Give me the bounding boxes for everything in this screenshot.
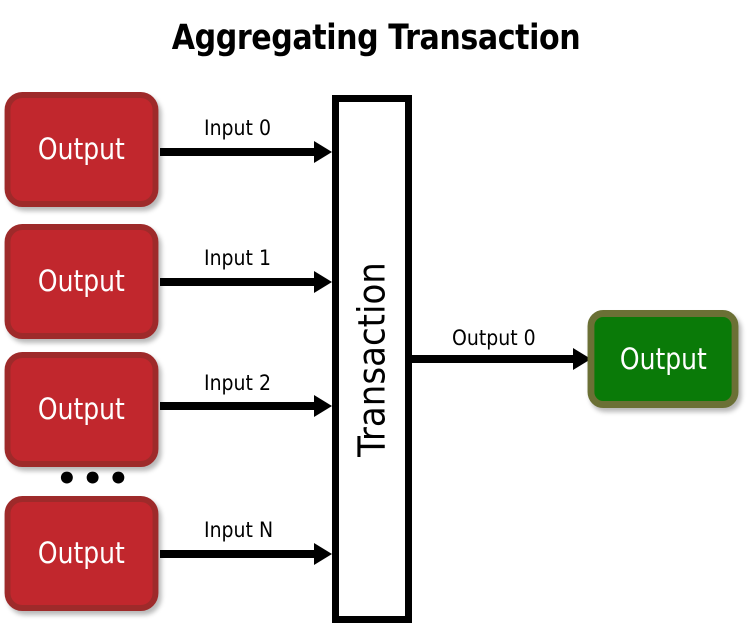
edge-label-input-2: Input 2 — [204, 371, 271, 395]
arrow-head-icon — [573, 348, 591, 370]
input-node-1-label: Output — [38, 264, 125, 298]
arrow-shaft — [160, 402, 316, 410]
arrow-output-0 — [412, 348, 594, 370]
arrow-head-icon — [314, 543, 332, 565]
arrow-input-2 — [160, 395, 334, 417]
output-node-0-label: Output — [619, 341, 707, 376]
arrow-input-1 — [160, 271, 334, 293]
transaction-node[interactable]: Transaction — [332, 95, 412, 623]
ellipsis-indicator: ••• — [56, 459, 134, 499]
page-title: Aggregating Transaction — [171, 18, 581, 58]
edge-label-input-n: Input N — [204, 518, 274, 542]
transaction-node-label: Transaction — [350, 261, 394, 457]
edge-label-input-0: Input 0 — [204, 116, 271, 140]
edge-label-output-0: Output 0 — [452, 326, 536, 350]
arrow-head-icon — [314, 141, 332, 163]
arrow-input-0 — [160, 141, 334, 163]
arrow-head-icon — [314, 395, 332, 417]
arrow-shaft — [160, 278, 316, 286]
arrow-shaft — [160, 550, 316, 558]
input-node-n-label: Output — [38, 536, 125, 570]
output-node-0[interactable]: Output — [587, 310, 739, 408]
input-node-2[interactable]: Output — [4, 352, 159, 467]
arrow-head-icon — [314, 271, 332, 293]
input-node-n[interactable]: Output — [4, 496, 159, 611]
input-node-0[interactable]: Output — [4, 92, 159, 207]
arrow-shaft — [412, 355, 575, 363]
arrow-input-n — [160, 543, 334, 565]
input-node-2-label: Output — [38, 392, 125, 426]
input-node-0-label: Output — [38, 132, 125, 166]
arrow-shaft — [160, 148, 316, 156]
edge-label-input-1: Input 1 — [204, 246, 271, 270]
input-node-1[interactable]: Output — [4, 224, 159, 339]
